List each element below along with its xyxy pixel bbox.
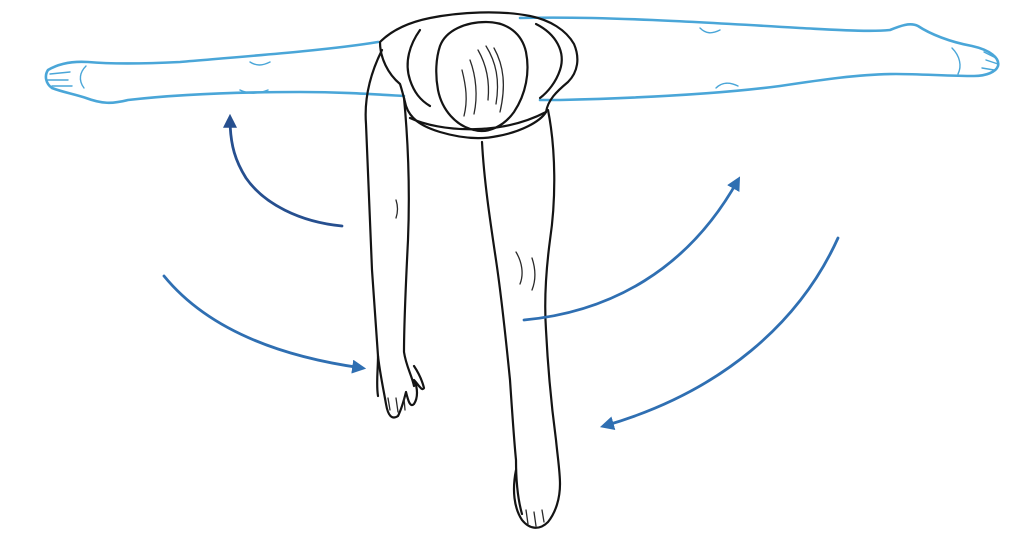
raised-left-arm-outline <box>46 42 404 103</box>
left-elbow-detail <box>396 200 398 218</box>
right-shoulder-blade <box>536 24 562 98</box>
left-shoulder-blade <box>408 30 430 106</box>
torso-and-head <box>380 12 577 138</box>
arrow-upper-left <box>230 118 342 226</box>
raised-right-knee-detail <box>700 28 738 88</box>
raised-right-leg-outline <box>520 18 998 100</box>
raised-left-arm-elbow-detail <box>240 62 270 93</box>
right-foot-toes <box>526 510 544 526</box>
lowered-left-arm-outer <box>366 50 382 396</box>
motion-arrows <box>164 118 838 426</box>
arrow-lower-left <box>164 276 362 368</box>
arrow-far-right <box>604 238 838 426</box>
head-outline <box>436 22 527 131</box>
raised-right-leg <box>520 18 998 100</box>
right-knee-detail <box>516 252 535 290</box>
right-foot <box>514 470 560 528</box>
left-hand <box>378 356 424 418</box>
lowered-left-arm-inner <box>404 98 414 386</box>
lowered-left-arm <box>366 50 424 418</box>
raised-right-foot-toes <box>952 48 998 74</box>
raised-left-arm <box>46 42 404 103</box>
arrow-center-right <box>524 180 738 320</box>
lowered-right-leg <box>482 110 560 528</box>
raised-left-hand-fingers <box>48 66 86 88</box>
lowered-right-leg-outer <box>482 142 522 514</box>
lowered-right-leg-inner <box>545 110 560 484</box>
hair-hatching <box>462 46 503 116</box>
